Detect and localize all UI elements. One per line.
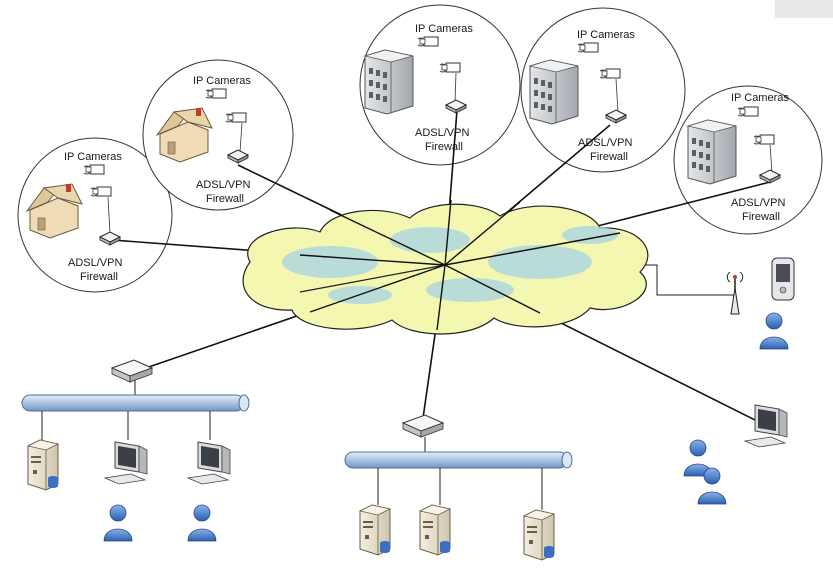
office-building-icon	[364, 49, 414, 115]
mobile-device-icon	[771, 257, 795, 301]
network-bus-icon	[344, 451, 573, 469]
cameras-label: IP Cameras	[64, 151, 122, 163]
internet-cloud-icon	[242, 203, 649, 335]
firewall-label-line2: Firewall	[742, 211, 780, 223]
user-icon	[187, 504, 217, 542]
firewall-label-line1: ADSL/VPN	[68, 257, 122, 269]
cameras-label: IP Cameras	[415, 23, 473, 35]
wireless-link	[645, 264, 735, 296]
firewall-label-line1: ADSL/VPN	[196, 179, 250, 191]
workstation-icon	[744, 404, 788, 448]
server-icon	[27, 439, 59, 491]
site-circle-home2	[142, 59, 294, 211]
site-circle-home1	[17, 137, 173, 293]
cameras-label: IP Cameras	[193, 75, 251, 87]
firewall-label-line2: Firewall	[80, 271, 118, 283]
site-office1: IP Cameras ADSL/VPN Firewall	[364, 23, 473, 153]
site-office3: IP Cameras ADSL/VPN Firewall	[687, 92, 789, 223]
router-icon	[111, 359, 153, 383]
office-building-icon	[529, 59, 579, 125]
firewall-label-line2: Firewall	[590, 151, 628, 163]
workstation-icon	[187, 441, 231, 485]
firewall-label-line1: ADSL/VPN	[731, 197, 785, 209]
remote-workstation	[683, 404, 788, 505]
firewall-label-line1: ADSL/VPN	[578, 137, 632, 149]
cameras-label: IP Cameras	[577, 29, 635, 41]
workstation-icon	[104, 441, 148, 485]
office-building-icon	[687, 119, 737, 185]
firewall-label-line2: Firewall	[425, 141, 463, 153]
site-circle-office1	[359, 4, 521, 166]
router-icon	[402, 414, 444, 438]
mobile-user-icon	[759, 312, 789, 350]
lan-center	[344, 414, 573, 561]
site-office2: IP Cameras ADSL/VPN Firewall	[529, 29, 635, 163]
site-circle-office2	[520, 7, 686, 173]
cloud-overlay-lines	[299, 199, 621, 331]
cameras-label: IP Cameras	[731, 92, 789, 104]
antenna-icon	[726, 271, 744, 315]
server-icon	[359, 504, 391, 556]
corner-scrollbar-stub	[775, 0, 833, 18]
firewall-label-line2: Firewall	[206, 193, 244, 205]
server-icon	[523, 509, 555, 561]
firewall-label-line1: ADSL/VPN	[415, 127, 469, 139]
site-home2: IP Cameras ADSL/VPN Firewall	[156, 75, 251, 205]
site-home1: IP Cameras ADSL/VPN Firewall	[26, 151, 122, 283]
server-icon	[419, 504, 451, 556]
lan-left	[21, 359, 250, 542]
user-icon	[103, 504, 133, 542]
network-bus-icon	[21, 394, 250, 412]
